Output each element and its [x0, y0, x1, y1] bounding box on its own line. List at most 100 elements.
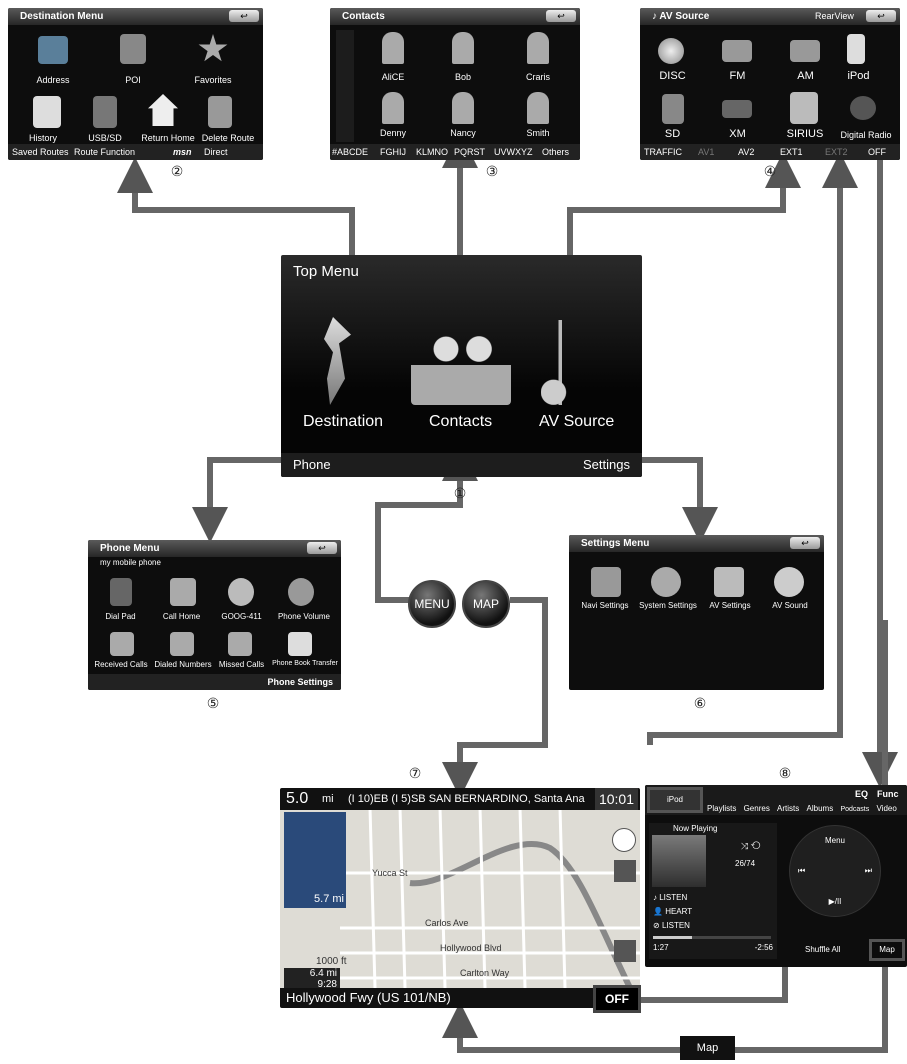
home-icon[interactable]: [148, 94, 178, 126]
disc-icon[interactable]: [658, 38, 684, 64]
route-function-button[interactable]: Route Function: [74, 147, 136, 157]
contact-nancy[interactable]: Nancy: [450, 128, 476, 138]
menu-item-usb-sd[interactable]: USB/SD: [88, 133, 122, 143]
tab-artists[interactable]: Artists: [777, 804, 800, 813]
address-icon[interactable]: [38, 36, 68, 64]
phone-item-volume[interactable]: Phone Volume: [277, 612, 331, 621]
av-sound-icon[interactable]: [774, 567, 804, 597]
back-button[interactable]: ↩: [546, 10, 576, 22]
tab-abcde[interactable]: #ABCDE: [332, 147, 369, 157]
phone-item-call-home[interactable]: Call Home: [162, 612, 201, 621]
cancel-route-icon[interactable]: [614, 940, 636, 962]
phone-item-goog-411[interactable]: GOOG-411: [221, 612, 262, 621]
tab-ext2[interactable]: EXT2: [825, 147, 848, 157]
tab-av1[interactable]: AV1: [698, 147, 715, 157]
tab-albums[interactable]: Albums: [806, 804, 834, 813]
next-icon[interactable]: ⏭: [864, 866, 872, 875]
received-calls-icon[interactable]: [110, 632, 134, 656]
phone-item-received[interactable]: Received Calls: [94, 660, 148, 669]
sirius-icon[interactable]: [790, 92, 818, 124]
eq-button[interactable]: EQ: [855, 789, 869, 799]
map-hardware-button[interactable]: MAP: [462, 580, 510, 628]
radio-icon[interactable]: [790, 40, 820, 62]
back-button[interactable]: ↩: [790, 537, 820, 549]
delete-route-icon[interactable]: [208, 96, 232, 128]
contact-bob[interactable]: Bob: [454, 72, 471, 82]
volume-icon[interactable]: [288, 578, 314, 606]
dial-pad-icon[interactable]: [110, 578, 132, 606]
contact-smith[interactable]: Smith: [526, 128, 550, 138]
source-disc[interactable]: DISC: [659, 70, 686, 82]
menu-item-history[interactable]: History: [28, 133, 57, 143]
usb-sd-icon[interactable]: [93, 96, 117, 128]
map-button[interactable]: Map: [869, 939, 905, 961]
tab-others[interactable]: Others: [542, 147, 570, 157]
dialed-numbers-icon[interactable]: [170, 632, 194, 656]
settings-item-av-sound[interactable]: AV Sound: [772, 601, 808, 610]
contact-craris[interactable]: Craris: [526, 72, 550, 82]
tab-av2[interactable]: AV2: [738, 147, 755, 157]
source-sirius[interactable]: SIRIUS: [786, 128, 824, 140]
tab-traffic[interactable]: TRAFFIC: [644, 147, 682, 157]
click-wheel[interactable]: Menu ⏮ ⏭ ▶/II: [789, 825, 881, 917]
phone-icon[interactable]: [228, 578, 254, 606]
shuffle-repeat-icon[interactable]: ⤨ ⟲: [741, 841, 761, 851]
gear-icon[interactable]: [651, 567, 681, 597]
top-menu-destination[interactable]: Destination: [303, 413, 384, 430]
tab-klmno[interactable]: KLMNO: [416, 147, 449, 157]
settings-button[interactable]: Settings: [583, 457, 630, 472]
back-button[interactable]: ↩: [307, 542, 337, 554]
tab-podcasts[interactable]: Podcasts: [840, 806, 870, 813]
contact-alice[interactable]: AliCE: [381, 72, 405, 82]
history-icon[interactable]: [33, 96, 61, 128]
settings-item-navi[interactable]: Navi Settings: [581, 601, 629, 610]
progress-bar[interactable]: [653, 936, 771, 939]
settings-item-system[interactable]: System Settings: [639, 601, 697, 610]
ipod-source-button[interactable]: iPod: [647, 787, 703, 813]
phone-item-missed[interactable]: Missed Calls: [218, 660, 265, 669]
phone-settings-button[interactable]: Phone Settings: [88, 674, 341, 690]
source-fm[interactable]: FM: [729, 70, 746, 82]
menu-item-address[interactable]: Address: [36, 75, 70, 85]
tab-pqrst[interactable]: PQRST: [454, 147, 486, 157]
tab-off[interactable]: OFF: [868, 147, 886, 157]
settings-item-av[interactable]: AV Settings: [709, 601, 751, 610]
contacts-icon[interactable]: [411, 325, 511, 405]
phone-button[interactable]: Phone: [293, 457, 331, 472]
zoom-icon[interactable]: [614, 860, 636, 882]
source-sd[interactable]: SD: [664, 128, 681, 140]
sd-icon[interactable]: [662, 94, 684, 124]
phone-item-dialed[interactable]: Dialed Numbers: [154, 660, 212, 669]
phonebook-icon[interactable]: [288, 632, 312, 656]
tab-fghij[interactable]: FGHIJ: [380, 147, 406, 157]
poi-icon[interactable]: [120, 34, 146, 64]
wheel-menu[interactable]: Menu: [824, 836, 845, 845]
star-icon[interactable]: [198, 34, 228, 62]
shuffle-all-button[interactable]: Shuffle All: [805, 945, 841, 954]
rearview-button[interactable]: RearView: [815, 11, 854, 21]
msn-logo[interactable]: msn: [173, 147, 192, 157]
music-note-icon[interactable]: [541, 320, 591, 405]
back-button[interactable]: ↩: [866, 10, 896, 22]
tab-video[interactable]: Video: [876, 804, 897, 813]
func-button[interactable]: Func: [877, 789, 899, 799]
phone-item-book-transfer[interactable]: Phone Book Transfer: [272, 660, 338, 667]
menu-item-poi[interactable]: POI: [125, 75, 141, 85]
tab-genres[interactable]: Genres: [743, 804, 770, 813]
saved-routes-button[interactable]: Saved Routes: [12, 147, 69, 157]
previous-icon[interactable]: ⏮: [798, 866, 806, 875]
tab-playlists[interactable]: Playlists: [707, 804, 737, 813]
radio-icon[interactable]: [722, 40, 752, 62]
missed-calls-icon[interactable]: [228, 632, 252, 656]
contact-denny[interactable]: Denny: [379, 128, 406, 138]
source-am[interactable]: AM: [797, 70, 814, 82]
source-xm[interactable]: XM: [729, 128, 746, 140]
scrollbar[interactable]: [336, 30, 354, 142]
compass-icon[interactable]: [612, 828, 636, 852]
source-ipod[interactable]: iPod: [847, 70, 870, 82]
destination-icon[interactable]: [324, 317, 351, 405]
tab-ext1[interactable]: EXT1: [780, 147, 803, 157]
menu-item-delete-route[interactable]: Delete Route: [201, 133, 255, 143]
back-button[interactable]: ↩: [229, 10, 259, 22]
av-settings-icon[interactable]: [714, 567, 744, 597]
